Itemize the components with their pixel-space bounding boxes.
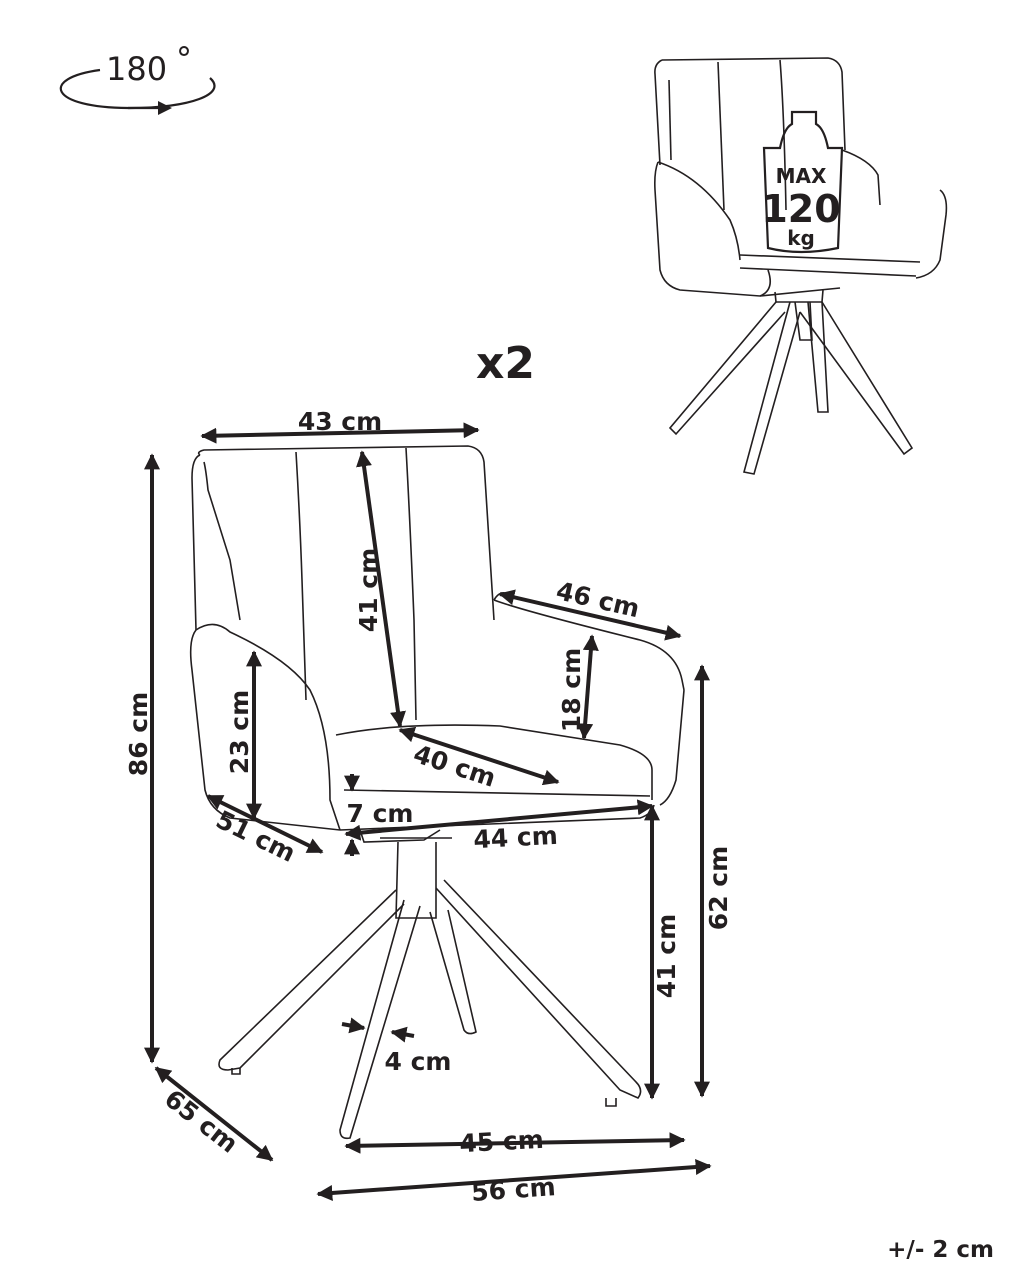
weight-max-label: MAX [776,164,827,188]
dim-armrest-height: 18 cm [557,648,586,732]
dim-backrest-width: 43 cm [298,407,382,436]
dimension-lines [144,422,712,1201]
dim-seat-height: 41 cm [652,914,681,998]
dim-seat-width: 44 cm [473,821,559,854]
dim-side-height: 23 cm [225,690,254,774]
dim-arm-height-total: 62 cm [704,846,733,930]
quantity-label: x2 [476,338,535,389]
tolerance-note: +/- 2 cm [887,1237,994,1263]
dim-base-width: 45 cm [459,1125,545,1158]
dim-backrest-height: 41 cm [354,548,383,632]
rotation-label: 180 [106,50,167,88]
rotation-degree: ° [176,40,192,78]
dim-leg-width: 4 cm [385,1047,452,1076]
chair-main-drawing [189,445,685,1140]
dim-total-depth: 65 cm [159,1084,243,1159]
dim-seat-thickness: 7 cm [347,799,414,828]
rotation-icon [59,68,216,115]
weight-unit: kg [787,226,815,250]
dim-total-height: 86 cm [124,692,153,776]
weight-icon [762,110,844,254]
weight-value: 120 [761,187,840,231]
dim-total-width: 56 cm [470,1172,556,1207]
chair-thumbnail-drawing [654,57,948,475]
